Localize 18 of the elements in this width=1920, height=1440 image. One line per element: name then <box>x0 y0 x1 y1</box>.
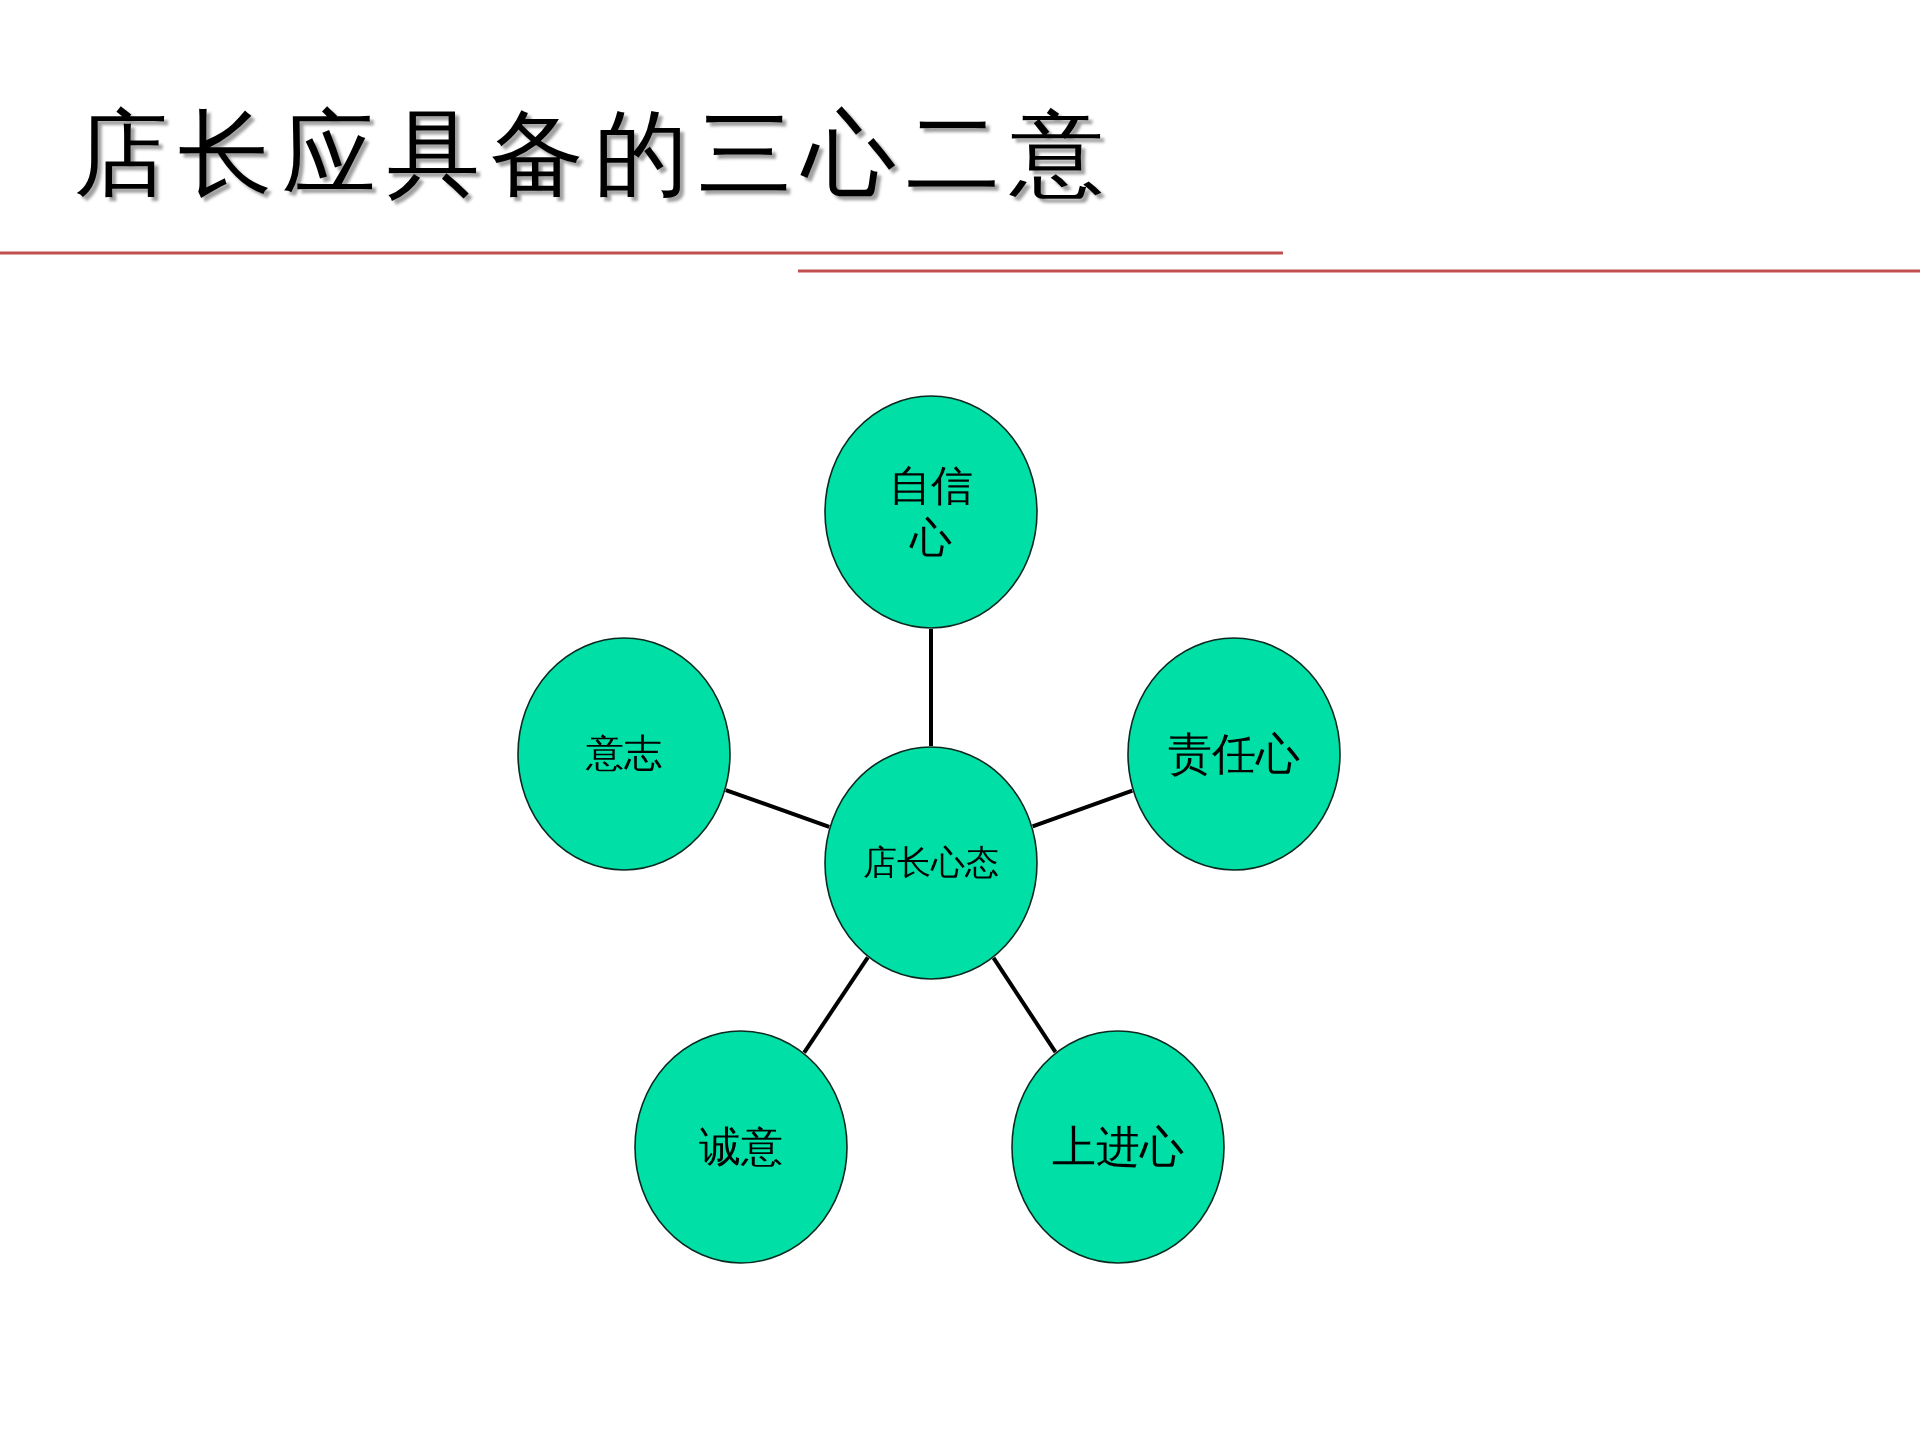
ellipse-node <box>1127 637 1341 871</box>
connector-line <box>802 956 870 1054</box>
ellipse-node <box>517 637 731 871</box>
connector-line <box>725 788 830 829</box>
ellipse-node <box>824 395 1038 629</box>
title: 店长应具备的三心二意 <box>74 101 1114 208</box>
ellipse-node <box>1011 1030 1225 1264</box>
connector-line <box>991 956 1058 1054</box>
node-label: 诚意 <box>699 1122 783 1172</box>
ellipse-node <box>634 1030 848 1264</box>
connector-line <box>929 629 933 746</box>
node-label: 自信心 <box>888 461 974 563</box>
ellipse-node <box>824 746 1038 980</box>
connector-line <box>1031 788 1134 829</box>
node-label: 责任心 <box>1168 728 1300 781</box>
node-label: 上进心 <box>1052 1121 1184 1174</box>
node-label: 意志 <box>586 731 662 777</box>
node-label: 店长心态 <box>863 842 999 883</box>
